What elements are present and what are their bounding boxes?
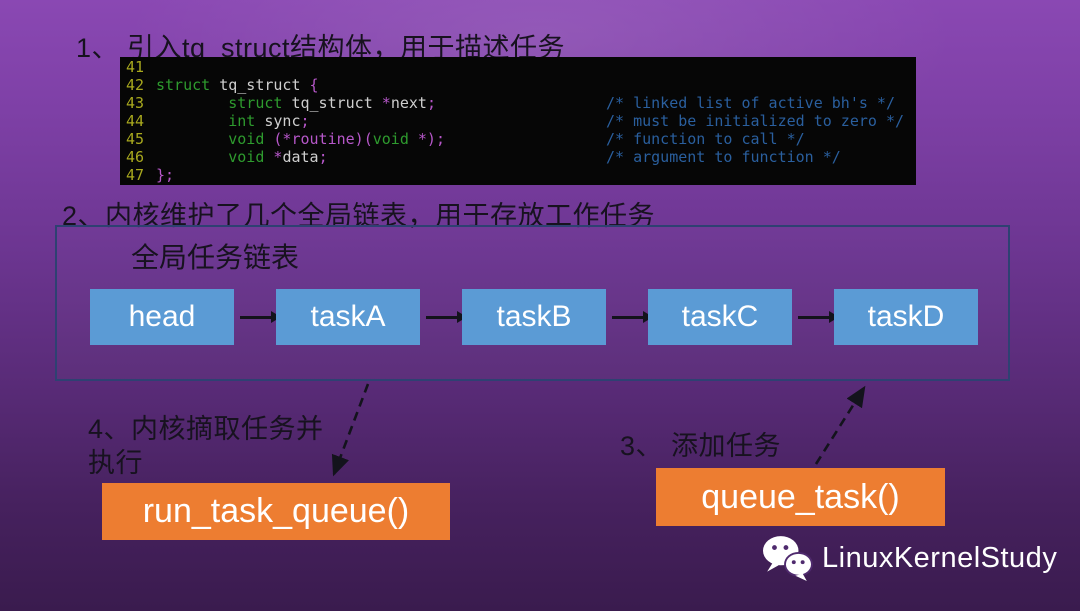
list-node-taskB: taskB: [462, 289, 606, 345]
code-line: 43 struct tq_struct *next;/* linked list…: [120, 94, 916, 112]
next-pointer-arrow: [240, 311, 281, 323]
run-task-queue-box: run_task_queue(): [102, 483, 450, 540]
line-number: 43: [126, 94, 145, 112]
global-task-list-container: 全局任务链表 head taskA taskB taskC taskD: [55, 225, 1010, 381]
code-line: 45 void (*routine)(void *);/* function t…: [120, 130, 916, 148]
code-line: 41: [120, 58, 916, 76]
step3-title: 3、 添加任务: [620, 431, 782, 461]
next-pointer-arrow: [426, 311, 467, 323]
brand-name: LinuxKernelStudy: [822, 541, 1058, 574]
code-comment: /* must be initialized to zero */: [606, 112, 905, 130]
code-comment: /* linked list of active bh's */: [606, 94, 895, 112]
code-comment: /* argument to function */: [606, 148, 841, 166]
code-comment: /* function to call */: [606, 130, 805, 148]
code-line: 46 void *data;/* argument to function */: [120, 148, 916, 166]
next-pointer-arrow: [798, 311, 839, 323]
queue-task-dashed-arrow: [814, 385, 866, 465]
line-number: 45: [126, 130, 145, 148]
step4-line1: 4、内核摘取任务并: [88, 414, 324, 444]
line-number: 46: [126, 148, 145, 166]
step4-line2: 执行: [88, 448, 143, 478]
queue-task-box: queue_task(): [656, 468, 945, 526]
brand: LinuxKernelStudy: [760, 534, 1057, 582]
step4-title: 4、内核摘取任务并执行: [88, 412, 388, 480]
list-node-head: head: [90, 289, 234, 345]
list-node-taskD: taskD: [834, 289, 978, 345]
code-line: 47};: [120, 166, 916, 184]
wechat-icon: [763, 536, 813, 581]
line-number: 41: [126, 58, 145, 76]
list-node-taskA: taskA: [276, 289, 420, 345]
list-node-taskC: taskC: [648, 289, 792, 345]
line-number: 47: [126, 166, 145, 184]
line-number: 44: [126, 112, 145, 130]
line-number: 42: [126, 76, 145, 94]
next-pointer-arrow: [612, 311, 653, 323]
global-task-list-label: 全局任务链表: [131, 242, 300, 273]
code-line: 44 int sync;/* must be initialized to ze…: [120, 112, 916, 130]
